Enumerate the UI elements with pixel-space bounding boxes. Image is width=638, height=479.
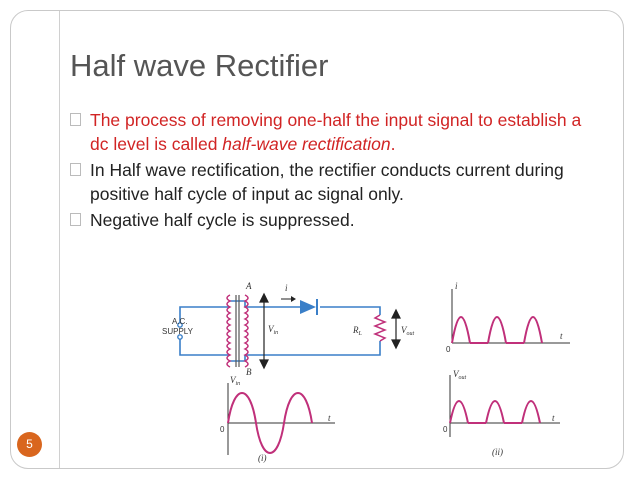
bullet-item-suppression: Negative half cycle is suppressed. [70, 208, 595, 232]
wire-top-mid [230, 300, 300, 308]
wire-bottom-left [179, 339, 230, 356]
node-b-label: B [246, 367, 252, 377]
output-voltage-graph: Vout t 0 (ii) [443, 369, 560, 457]
bullet-text: In Half wave rectification, the rectifie… [90, 160, 564, 204]
input-sine-trace [227, 392, 313, 454]
vin-label: Vin [268, 324, 278, 336]
rl-symbol: R [352, 325, 359, 335]
graph-origin-label: 0 [446, 345, 451, 354]
half-wave-current-trace [451, 316, 543, 344]
bullet-text: The process of removing one-half the inp… [90, 110, 582, 154]
page-number-badge: 5 [17, 432, 42, 457]
wire-top-right [320, 306, 381, 315]
bullet-item-definition: The process of removing one-half the inp… [70, 108, 595, 156]
graph-origin-label: 0 [220, 425, 225, 434]
graph-origin-label: 0 [443, 425, 448, 434]
bullet-marker [70, 113, 81, 126]
output-current-graph: i t 0 [446, 281, 570, 354]
secondary-coil-icon [243, 294, 249, 368]
rectifier-diagram: A.C. SUPPLY A B i Vin RL Vout i t 0 Vin … [162, 281, 570, 463]
primary-coil-icon [226, 294, 232, 368]
half-wave-voltage-trace [449, 400, 541, 424]
side-divider [59, 11, 60, 468]
wire-bottom-right [245, 341, 381, 356]
wire-bottom-mid-left [230, 355, 246, 362]
vout-axis-subscript: out [459, 375, 467, 381]
graph-t-axis-label: t [552, 413, 555, 423]
bullet-emphasis: half-wave rectification [222, 134, 391, 154]
vin-symbol: V [268, 324, 275, 334]
supply-terminal-top [177, 322, 183, 328]
rectifier-figure: A.C. SUPPLY A B i Vin RL Vout i t 0 Vin … [150, 275, 595, 471]
supply-terminal-bottom [177, 334, 183, 340]
input-voltage-graph: Vin t 0 (i) [220, 375, 335, 463]
rl-subscript: L [358, 331, 363, 337]
supply-label-line2: SUPPLY [162, 327, 194, 336]
vout-subscript: out [407, 331, 415, 337]
supply-label-line1: A.C. [172, 317, 188, 326]
slide-title: Half wave Rectifier [70, 48, 329, 83]
graph-i-axis-label: i [455, 281, 458, 291]
diode-icon [300, 299, 318, 315]
circuit-wiring [179, 300, 381, 362]
bullet-item-conduction: In Half wave rectification, the rectifie… [70, 158, 595, 206]
vin-subscript: in [274, 330, 279, 336]
bullet-marker [70, 163, 81, 176]
current-label: i [285, 283, 288, 293]
vin-axis-subscript: in [236, 381, 241, 387]
bullet-list: The process of removing one-half the inp… [70, 108, 595, 234]
caption-i: (i) [258, 453, 267, 463]
bullet-text-end: . [390, 134, 396, 154]
vout-axis-label: Vout [453, 369, 467, 381]
bullet-marker [70, 213, 81, 226]
bullet-text: Negative half cycle is suppressed. [90, 210, 355, 230]
vin-arrow-icon [259, 292, 269, 370]
rl-label: RL [352, 325, 363, 337]
graph-t-axis-label: t [560, 331, 563, 341]
vout-axis-symbol: V [453, 369, 460, 379]
slide-frame [10, 10, 624, 469]
vout-arrow-icon [391, 308, 401, 350]
node-a-label: A [245, 281, 252, 291]
vout-symbol: V [401, 325, 408, 335]
vin-axis-label: Vin [230, 375, 240, 387]
current-arrow-head-icon [291, 296, 296, 302]
load-resistor-icon [372, 314, 388, 342]
vout-label: Vout [401, 325, 415, 337]
caption-ii: (ii) [492, 447, 503, 457]
wire-top-left [179, 306, 230, 323]
vin-axis-symbol: V [230, 375, 237, 385]
graph-t-axis-label: t [328, 413, 331, 423]
